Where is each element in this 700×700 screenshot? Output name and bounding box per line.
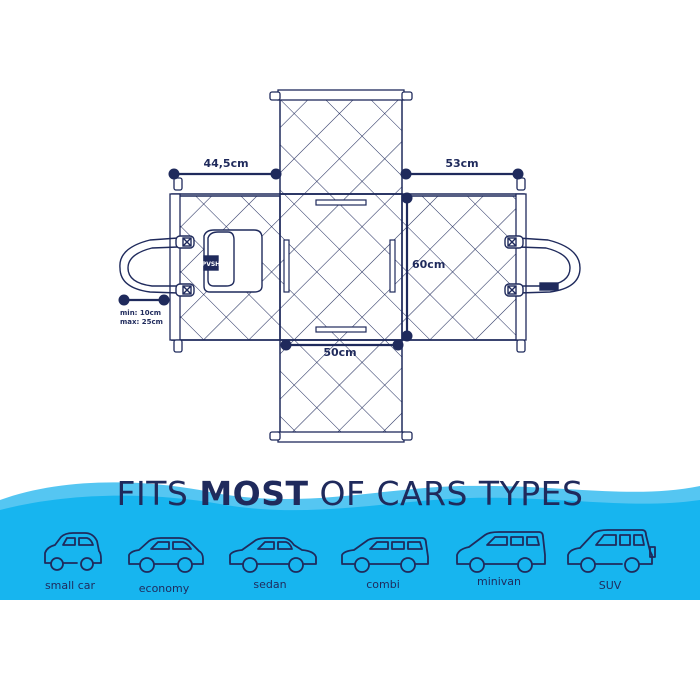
- seat-cover-diagram: PVSH: [119, 89, 581, 443]
- car-label-suv: SUV: [599, 579, 622, 592]
- top-flap: [279, 91, 403, 195]
- car-type-icons: [44, 529, 656, 573]
- belt-slot: [389, 239, 396, 293]
- belt-slot: [315, 199, 367, 206]
- left-strap: [119, 235, 195, 297]
- bottom-flap: [279, 339, 403, 441]
- car-label-small: small car: [45, 579, 96, 592]
- right-strap: [504, 235, 581, 297]
- minivan-car-icon: [456, 531, 546, 573]
- center-width-label: 50cm: [323, 346, 356, 359]
- wave-background-main: [0, 495, 700, 610]
- height-label: 60cm: [412, 258, 445, 271]
- sedan-car-icon: [229, 537, 317, 573]
- right-flap-width-label: 53cm: [445, 157, 478, 170]
- belt-slot: [315, 326, 367, 333]
- headline: FITS MOST OF CARS TYPES: [116, 474, 584, 513]
- car-label-minivan: minivan: [477, 575, 521, 588]
- center-panel: [279, 193, 403, 341]
- small-car-icon: [44, 532, 102, 571]
- strap-min-label: min: 10cm: [120, 309, 161, 317]
- car-label-sedan: sedan: [253, 578, 286, 591]
- bag-logo: PVSH: [202, 261, 220, 268]
- strap-max-label: max: 25cm: [120, 318, 163, 326]
- car-label-combi: combi: [366, 578, 400, 591]
- belt-slot: [283, 239, 290, 293]
- car-label-economy: economy: [139, 582, 190, 595]
- economy-car-icon: [128, 537, 204, 573]
- right-flap: [401, 195, 525, 341]
- dimension-lines: [118, 168, 524, 351]
- storage-bag: PVSH: [202, 229, 263, 293]
- combi-car-icon: [341, 537, 429, 573]
- suv-car-icon: [567, 529, 656, 573]
- left-flap-width-label: 44,5cm: [203, 157, 248, 170]
